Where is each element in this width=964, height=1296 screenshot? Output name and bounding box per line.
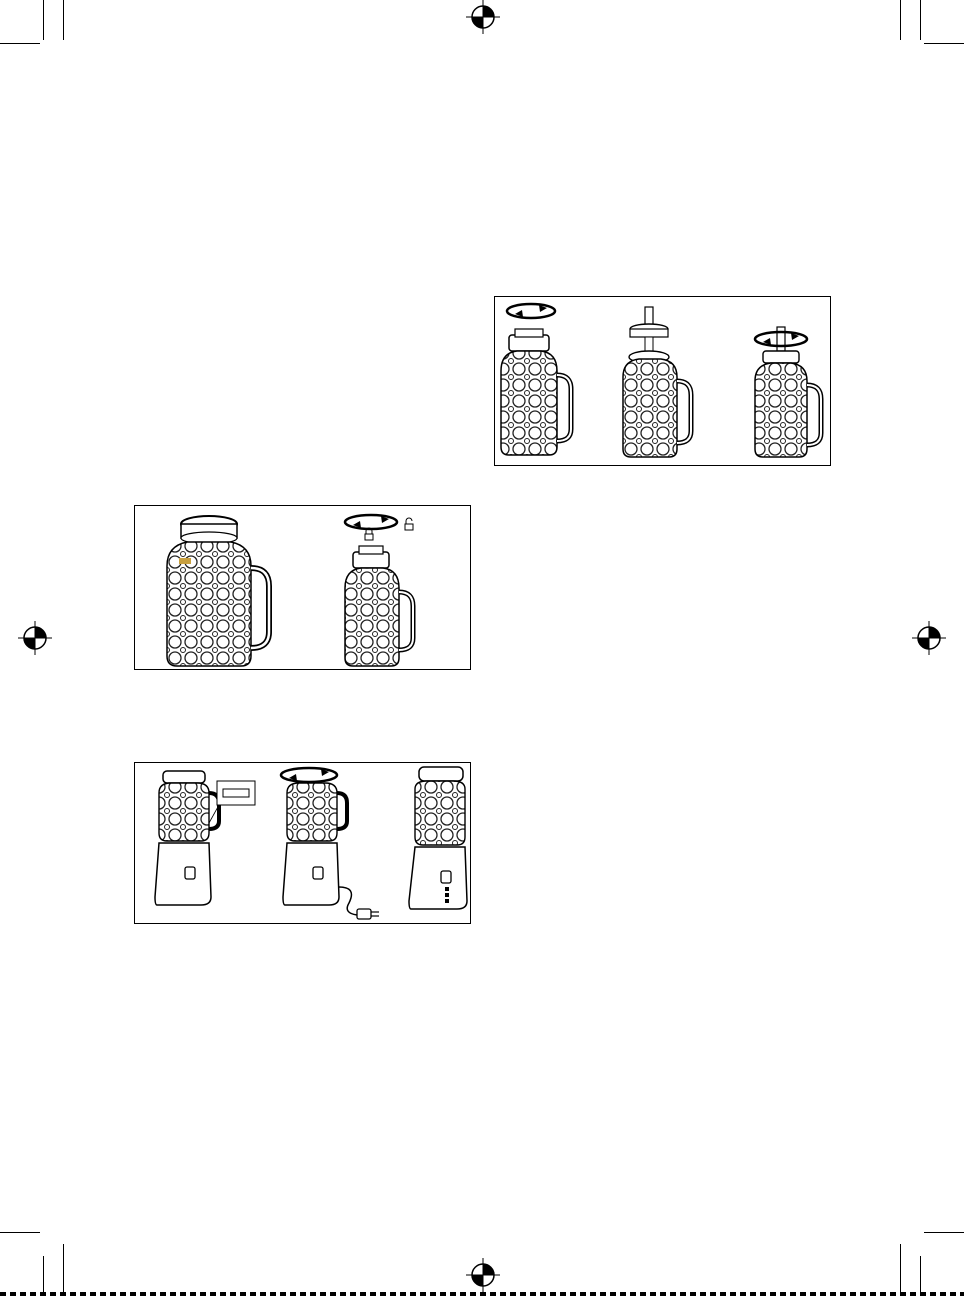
registration-crosshair-icon: [466, 1258, 500, 1292]
crop-mark: [920, 1256, 921, 1296]
crop-mark: [63, 0, 64, 40]
crop-mark: [43, 0, 44, 40]
page-bottom-edge: [0, 1292, 964, 1296]
insert-straw-lid-illustration: [623, 307, 691, 457]
rotate-straw-lid-illustration: [755, 327, 821, 457]
registration-crosshair-icon: [912, 621, 946, 655]
crop-mark: [900, 1244, 901, 1296]
power-plug-icon: [357, 909, 379, 919]
assembled-blender-illustration: [409, 767, 467, 909]
figure-jar-lid-removal: [134, 505, 471, 670]
power-button-icon: [185, 867, 195, 879]
crop-mark: [63, 1244, 64, 1296]
registration-crosshair-icon: [466, 0, 500, 34]
power-button-icon: [313, 867, 323, 879]
lock-open-icon: [405, 518, 413, 530]
figure-jar-assembly-steps: [494, 296, 831, 466]
crop-mark: [0, 1232, 40, 1233]
crop-mark: [924, 43, 964, 44]
rotate-arrows-icon: [345, 515, 397, 529]
crop-mark: [920, 0, 921, 40]
power-button-icon: [441, 871, 451, 883]
jar-with-blade-illustration: [345, 515, 413, 666]
rotate-arrows-icon: [507, 304, 555, 318]
rotate-arrows-icon: [281, 768, 337, 782]
registration-crosshair-icon: [18, 621, 52, 655]
crop-mark: [43, 1256, 44, 1296]
rotate-and-plug-in-illustration: [281, 768, 379, 919]
crop-mark: [900, 0, 901, 40]
crop-mark: [924, 1232, 964, 1233]
jar-rotate-illustration: [501, 304, 571, 455]
jar-with-lid-illustration: [167, 516, 269, 666]
crop-mark: [0, 43, 40, 44]
jar-on-base-detail-illustration: [155, 771, 255, 905]
figure-blender-base-steps: [134, 762, 471, 924]
brand-logo: [179, 558, 191, 564]
